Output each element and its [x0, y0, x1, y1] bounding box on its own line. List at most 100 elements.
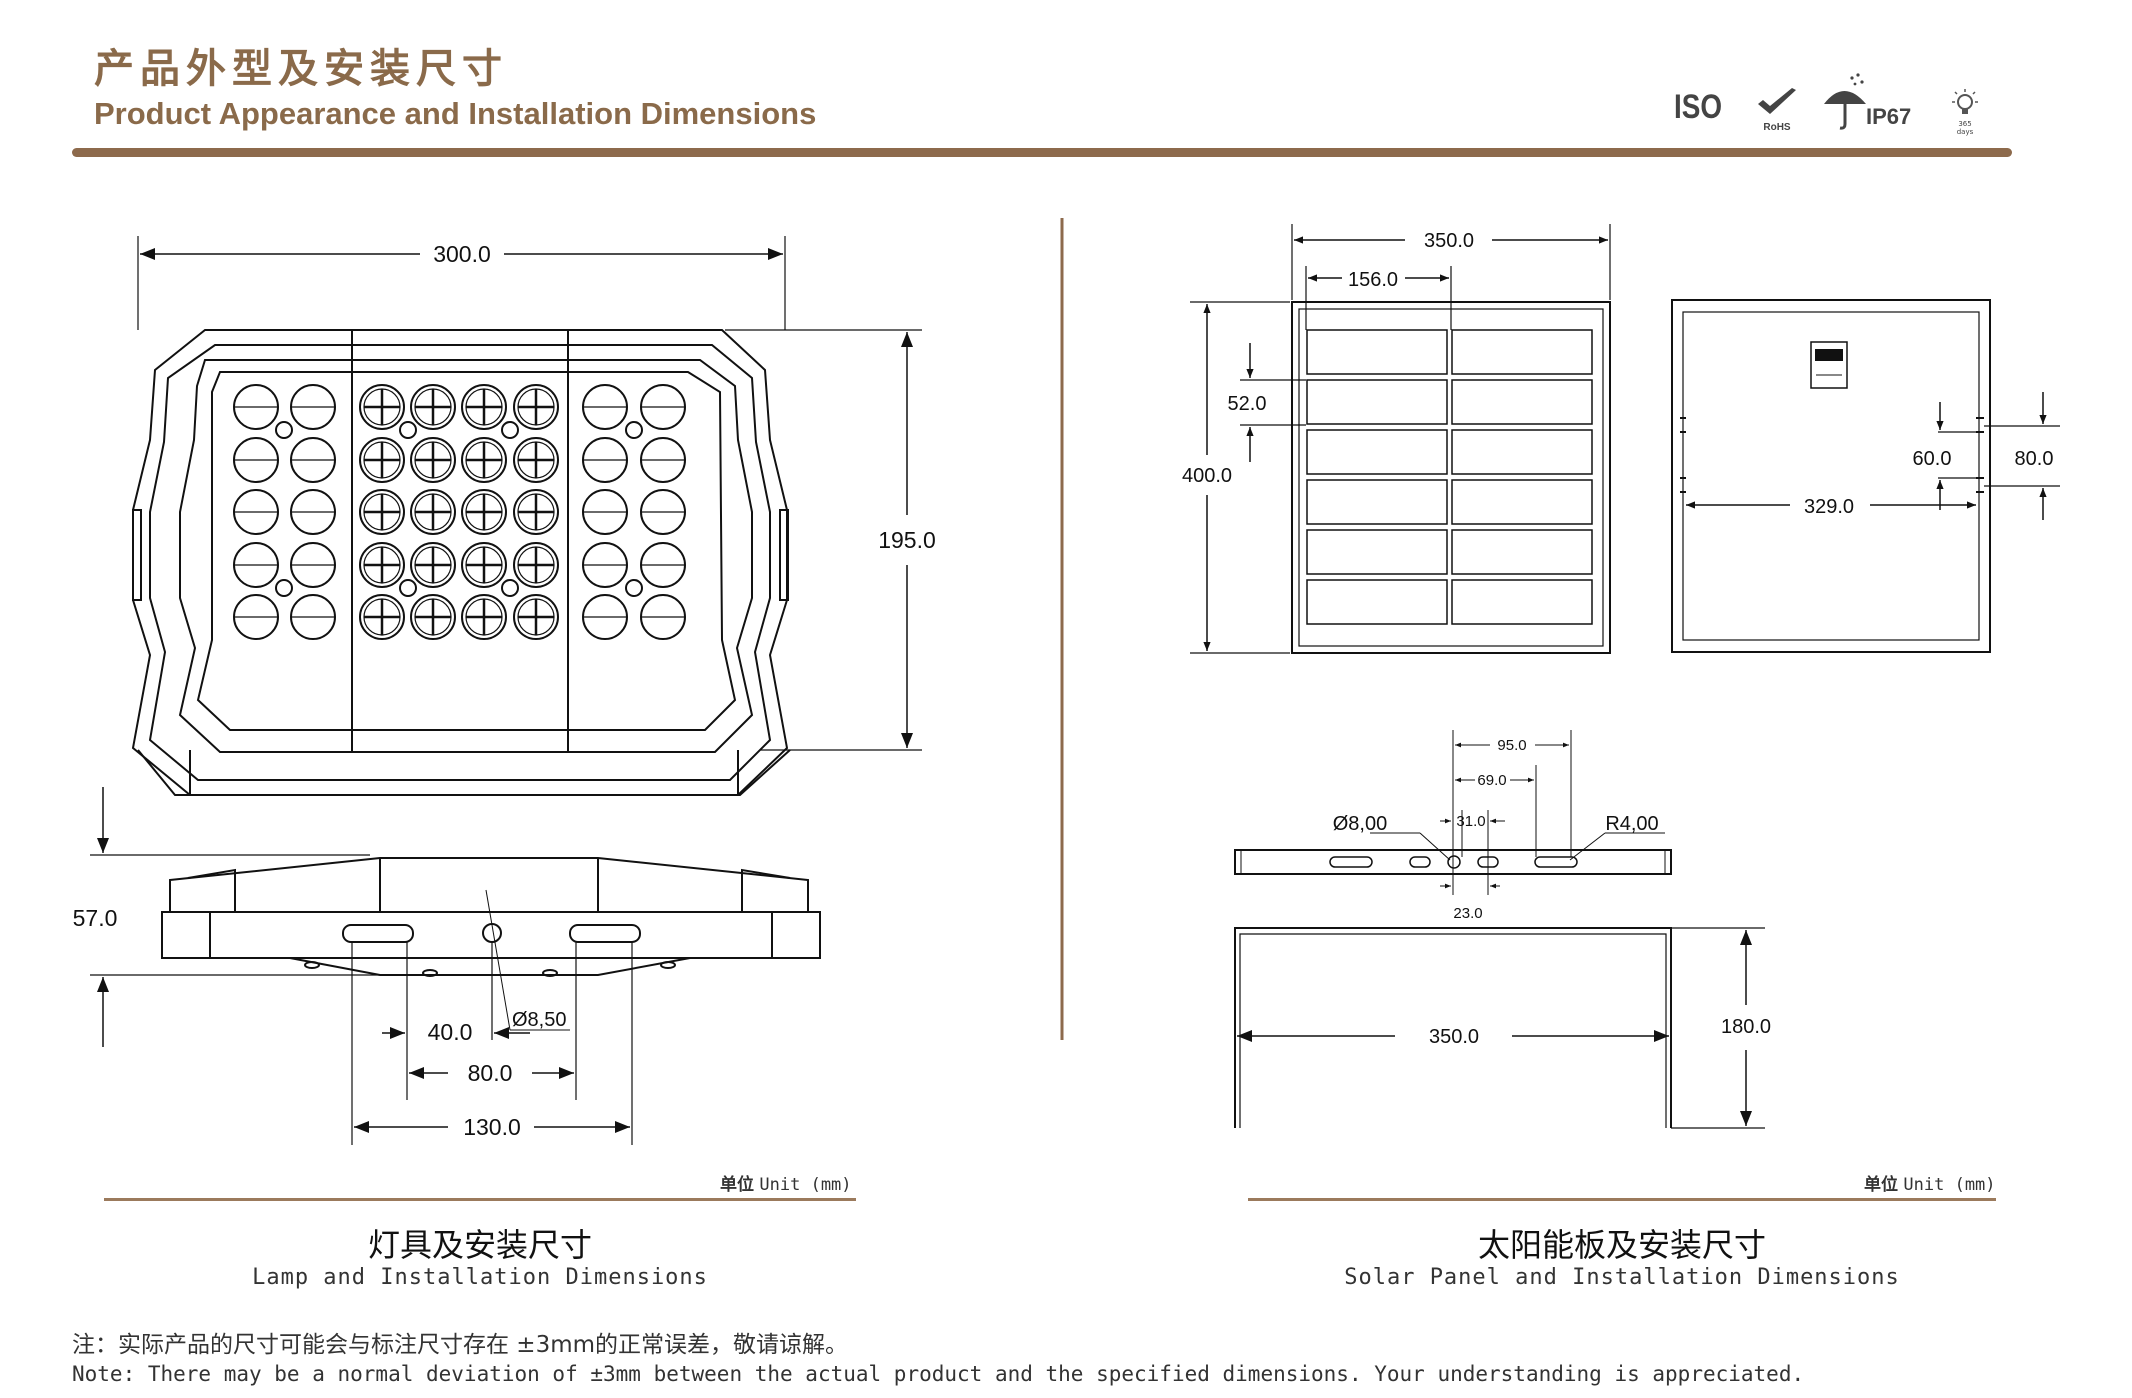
page-title-en: Product Appearance and Installation Dime… [94, 96, 817, 131]
led-lens [582, 489, 628, 535]
led-lens [290, 384, 336, 430]
ip-label: IP67 [1866, 104, 1912, 129]
led-lens-cross [513, 542, 559, 588]
solar-cell [1306, 329, 1448, 375]
led-lens [233, 542, 279, 588]
led-lens-cross [410, 489, 456, 535]
solar-cell-grid [1306, 329, 1593, 625]
solar-cell [1451, 379, 1593, 425]
lamp-depth-label: 57.0 [73, 905, 118, 931]
bulb-icon [1952, 89, 1978, 114]
lamp-width-dimension: 300.0 [137, 236, 786, 330]
page-title-cn: 产品外型及安装尺寸 [94, 46, 508, 92]
led-lens [582, 384, 628, 430]
right-caption-cn: 太阳能板及安装尺寸 [1477, 1226, 1766, 1264]
solar-cell [1451, 429, 1593, 475]
lamp-width-label: 300.0 [433, 241, 491, 267]
screw-hole [501, 579, 519, 597]
screw-hole [625, 421, 643, 439]
led-lens [582, 542, 628, 588]
bracket-side-dimensions [1237, 927, 1765, 1129]
solar-back-80-label: 80.0 [2015, 448, 2054, 470]
solar-cell [1306, 529, 1448, 575]
solar-cell [1306, 479, 1448, 525]
lamp-front-view [131, 329, 791, 796]
screw-hole [501, 421, 519, 439]
bracket-radius-label: R4,00 [1605, 813, 1658, 835]
rohs-label: RoHS [1763, 122, 1791, 133]
lamp-spacing-40-label: 40.0 [428, 1019, 473, 1045]
led-lens-cross [513, 384, 559, 430]
ip-badge: IP67 [1822, 72, 1918, 134]
solar-cell [1306, 429, 1448, 475]
left-caption-cn: 灯具及安装尺寸 [367, 1226, 592, 1264]
led-lens-cross [461, 384, 507, 430]
left-unit-en: Unit (mm) [759, 1175, 852, 1195]
right-unit-cn: 单位 [1864, 1175, 1898, 1195]
bracket-height-label: 180.0 [1721, 1016, 1771, 1038]
led-lens [233, 594, 279, 640]
led-lens [582, 594, 628, 640]
note-cn: 注：实际产品的尺寸可能会与标注尺寸存在 ±3mm的正常误差，敬请谅解。 [72, 1332, 849, 1358]
solar-cell-height-label: 52.0 [1228, 393, 1267, 415]
led-lens [233, 437, 279, 483]
screw-hole [275, 579, 293, 597]
led-lens-cross [359, 489, 405, 535]
left-unit-cn: 单位 [720, 1175, 754, 1195]
led-lens-cross [359, 542, 405, 588]
led-lens [233, 489, 279, 535]
lamp-spacing-130-label: 130.0 [463, 1114, 521, 1140]
bracket-top-dimensions [1370, 730, 1665, 895]
bracket-31-label: 31.0 [1456, 813, 1485, 830]
bracket-95-label: 95.0 [1497, 737, 1526, 754]
lamp-led-array [233, 384, 686, 640]
bracket-hole-label: Ø8,00 [1333, 813, 1387, 835]
days-badge: 365 days [1948, 88, 1982, 136]
solar-back-dimensions [1680, 392, 2060, 520]
led-lens [290, 594, 336, 640]
screw-hole [625, 579, 643, 597]
solar-width-label: 350.0 [1424, 230, 1474, 252]
led-lens-cross [410, 437, 456, 483]
screw-hole [399, 421, 417, 439]
days-number: 365 [1958, 120, 1972, 128]
rohs-badge: RoHS [1752, 88, 1802, 133]
screw-hole [399, 579, 417, 597]
led-lens-cross [359, 437, 405, 483]
right-caption-rule [1248, 1198, 1996, 1201]
left-caption-en: Lamp and Installation Dimensions [252, 1265, 708, 1290]
led-lens-cross [461, 437, 507, 483]
led-lens [640, 594, 686, 640]
led-lens [582, 437, 628, 483]
led-lens [640, 384, 686, 430]
solar-cell [1451, 329, 1593, 375]
umbrella-rain-icon [1824, 73, 1866, 130]
solar-cell-width-label: 156.0 [1348, 269, 1398, 291]
left-unit-label: 单位 Unit (mm) [720, 1170, 852, 1195]
led-lens [290, 437, 336, 483]
lamp-height-dimension: 195.0 [725, 329, 936, 751]
solar-cell [1306, 579, 1448, 625]
bracket-length-label: 350.0 [1429, 1026, 1479, 1048]
left-caption-rule [104, 1198, 856, 1201]
led-lens-cross [513, 437, 559, 483]
solar-back-329-label: 329.0 [1804, 496, 1854, 518]
led-lens-cross [513, 489, 559, 535]
led-lens-cross [410, 594, 456, 640]
screw-hole [275, 421, 293, 439]
led-lens [640, 489, 686, 535]
lamp-hole-label: Ø8,50 [512, 1009, 566, 1031]
bracket-23-label: 23.0 [1453, 905, 1482, 922]
lamp-mount-spacing [351, 942, 633, 1145]
led-lens [640, 542, 686, 588]
solar-cell [1451, 479, 1593, 525]
led-lens-cross [461, 594, 507, 640]
led-lens [290, 489, 336, 535]
lamp-hole-dimension: Ø8,50 [485, 889, 570, 1031]
note-en: Note: There may be a normal deviation of… [72, 1362, 1805, 1386]
right-unit-label: 单位 Unit (mm) [1864, 1170, 1996, 1195]
lamp-height-label: 195.0 [878, 527, 936, 553]
solar-cell [1451, 579, 1593, 625]
led-lens-cross [359, 594, 405, 640]
